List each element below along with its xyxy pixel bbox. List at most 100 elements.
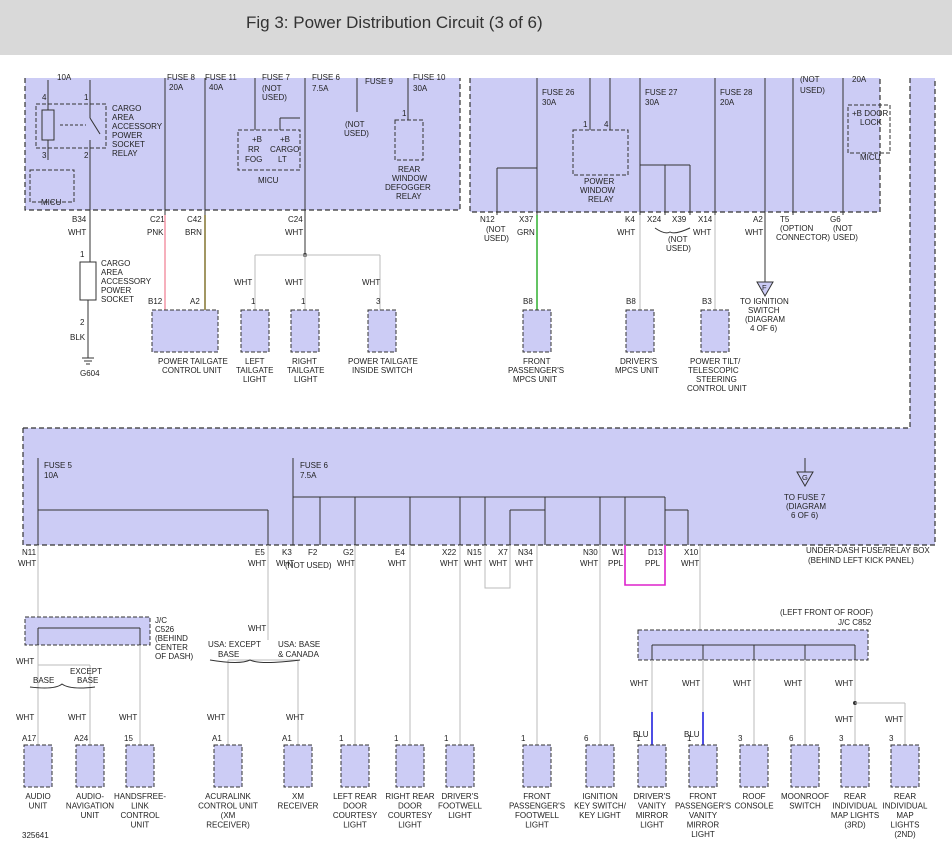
pin-label: 1 xyxy=(636,734,641,743)
svg-text:POWER TAILGATE: POWER TAILGATE xyxy=(348,357,418,366)
svg-text:4: 4 xyxy=(604,120,609,129)
component-box xyxy=(637,744,667,788)
svg-text:LEFT: LEFT xyxy=(245,357,265,366)
component-label-line: REAR xyxy=(844,792,866,801)
component-label-line: FOOTWELL xyxy=(515,811,560,820)
svg-text:C526: C526 xyxy=(155,625,175,634)
component-label-line: UNIT xyxy=(29,802,48,811)
svg-text:FUSE 5: FUSE 5 xyxy=(44,461,73,470)
under-dash-fuse-box xyxy=(22,78,936,546)
svg-text:WHT: WHT xyxy=(580,559,598,568)
component-box xyxy=(840,744,870,788)
component-label-line: NAVIGATION xyxy=(66,802,114,811)
svg-text:4: 4 xyxy=(42,93,47,102)
svg-text:F2: F2 xyxy=(308,548,318,557)
bottom-components: A17AUDIOUNITA24AUDIO-NAVIGATIONUNIT15HAN… xyxy=(22,734,928,839)
component-box xyxy=(283,744,313,788)
svg-text:WHT: WHT xyxy=(885,715,903,724)
component-label-line: DRIVER'S xyxy=(633,792,670,801)
svg-text:FUSE 6: FUSE 6 xyxy=(300,461,329,470)
svg-text:PASSENGER'S: PASSENGER'S xyxy=(508,366,564,375)
svg-text:LOCK: LOCK xyxy=(860,118,882,127)
svg-text:WHT: WHT xyxy=(681,559,699,568)
svg-text:AREA: AREA xyxy=(112,113,134,122)
svg-text:FRONT: FRONT xyxy=(523,357,551,366)
svg-text:10A: 10A xyxy=(44,471,59,480)
svg-text:T5: T5 xyxy=(780,215,790,224)
svg-text:TELESCOPIC: TELESCOPIC xyxy=(688,366,739,375)
svg-text:DEFOGGER: DEFOGGER xyxy=(385,183,431,192)
svg-text:ACCESSORY: ACCESSORY xyxy=(101,277,152,286)
component-label-line: INDIVIDUAL xyxy=(833,802,878,811)
component-box xyxy=(125,744,155,788)
svg-text:RIGHT: RIGHT xyxy=(292,357,317,366)
pin-label: 1 xyxy=(339,734,344,743)
component-label-line: RECEIVER xyxy=(278,802,319,811)
svg-text:POWER TAILGATE: POWER TAILGATE xyxy=(158,357,228,366)
svg-text:WHT: WHT xyxy=(285,228,303,237)
svg-text:(NOT: (NOT xyxy=(800,75,820,84)
pin-label: 1 xyxy=(444,734,449,743)
svg-text:SOCKET: SOCKET xyxy=(101,295,134,304)
svg-text:WHT: WHT xyxy=(234,278,252,287)
micu-label-1: MICU xyxy=(41,198,62,207)
svg-text:+B DOOR: +B DOOR xyxy=(852,109,888,118)
svg-text:MPCS UNIT: MPCS UNIT xyxy=(615,366,659,375)
component-box xyxy=(890,744,920,788)
svg-text:FUSE 11: FUSE 11 xyxy=(205,73,237,82)
svg-text:1: 1 xyxy=(583,120,588,129)
component-box xyxy=(739,744,769,788)
svg-text:USED): USED) xyxy=(800,86,825,95)
svg-text:X22: X22 xyxy=(442,548,457,557)
svg-text:6 OF 6): 6 OF 6) xyxy=(791,511,818,520)
fuses-8-11: FUSE 8 20A FUSE 11 40A xyxy=(164,73,237,215)
svg-text:LT: LT xyxy=(278,155,287,164)
svg-text:BRN: BRN xyxy=(185,228,202,237)
pin-label: 1 xyxy=(687,734,692,743)
svg-text:X39: X39 xyxy=(672,215,687,224)
svg-text:20A: 20A xyxy=(852,75,867,84)
component-label-line: SWITCH xyxy=(789,802,821,811)
svg-text:WHT: WHT xyxy=(733,679,751,688)
pin-label: 1 xyxy=(394,734,399,743)
svg-text:WHT: WHT xyxy=(388,559,406,568)
svg-text:1: 1 xyxy=(402,109,407,118)
svg-text:POWER: POWER xyxy=(101,286,131,295)
svg-text:40A: 40A xyxy=(209,83,224,92)
component-label-line: VANITY xyxy=(638,802,667,811)
svg-text:FOG: FOG xyxy=(245,155,262,164)
svg-text:C21: C21 xyxy=(150,215,165,224)
cargo-relay-label-1: CARGO xyxy=(112,104,141,113)
component-label-line: XM xyxy=(292,792,304,801)
svg-text:WHT: WHT xyxy=(440,559,458,568)
component-label-line: ACURALINK xyxy=(205,792,251,801)
component-label-line: FRONT xyxy=(523,792,551,801)
svg-text:WHT: WHT xyxy=(248,559,266,568)
component-label-line: INDIVIDUAL xyxy=(883,802,928,811)
svg-text:CARGO: CARGO xyxy=(270,145,299,154)
svg-text:CONNECTOR): CONNECTOR) xyxy=(776,233,830,242)
pin-label: 6 xyxy=(584,734,589,743)
svg-text:WHT: WHT xyxy=(784,679,802,688)
svg-text:SOCKET: SOCKET xyxy=(112,140,145,149)
svg-text:(NOT: (NOT xyxy=(668,235,688,244)
component-label-line: AUDIO- xyxy=(76,792,104,801)
svg-text:LIGHT: LIGHT xyxy=(294,375,318,384)
svg-text:WHT: WHT xyxy=(682,679,700,688)
svg-text:(BEHIND LEFT KICK PANEL): (BEHIND LEFT KICK PANEL) xyxy=(808,556,914,565)
svg-text:B3: B3 xyxy=(702,297,712,306)
svg-text:TO IGNITION: TO IGNITION xyxy=(740,297,789,306)
svg-text:INSIDE SWITCH: INSIDE SWITCH xyxy=(352,366,413,375)
svg-text:1: 1 xyxy=(84,93,89,102)
component-label-line: VANITY xyxy=(689,811,718,820)
svg-text:RELAY: RELAY xyxy=(588,195,614,204)
component-label-line: RIGHT REAR xyxy=(385,792,434,801)
svg-text:CARGO: CARGO xyxy=(101,259,130,268)
svg-text:7.5A: 7.5A xyxy=(312,84,329,93)
svg-text:ACCESSORY: ACCESSORY xyxy=(112,122,163,131)
pin-label: A17 xyxy=(22,734,37,743)
